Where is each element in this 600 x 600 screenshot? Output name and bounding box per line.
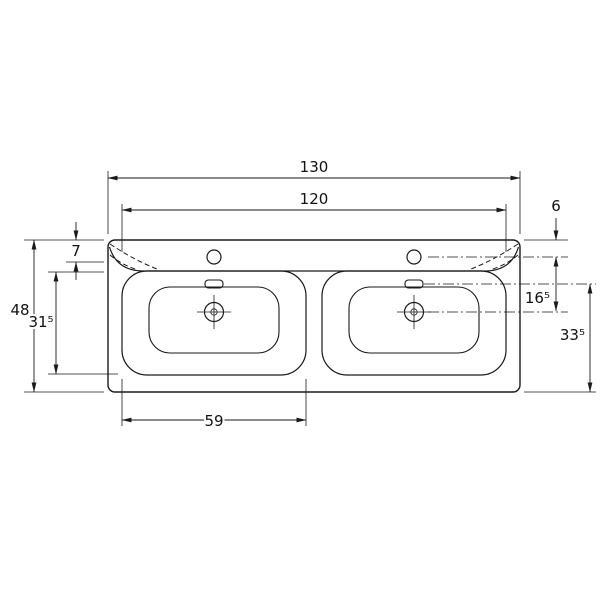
dim-label-inner-width: 120 — [300, 190, 329, 208]
basin-left-rim — [121, 270, 307, 376]
dim-label-overall-depth: 48 — [10, 301, 29, 319]
dimension-front-depth: 33⁵ — [424, 283, 596, 393]
tap-hole-left — [206, 249, 222, 265]
basin-right — [321, 270, 507, 376]
dim-label-overall-width: 130 — [300, 158, 329, 176]
dimension-overall-depth: 48 — [8, 239, 104, 393]
dimension-basin-depth: 31⁵ — [26, 271, 118, 375]
overflow-slot-right — [404, 279, 424, 289]
tap-deck-front-edge — [108, 246, 520, 272]
hidden-edge-left-upper — [109, 243, 158, 270]
basin-right-rim — [321, 270, 507, 376]
overflow-slot-left — [204, 279, 224, 289]
dimension-basin-width: 59 — [121, 379, 307, 432]
basin-right-bottom — [348, 286, 480, 354]
dimension-back-offset: 7 — [66, 222, 104, 280]
washbasin — [107, 239, 521, 393]
hidden-edge-left-lower — [109, 254, 139, 271]
dim-label-back-to-taphole: 6 — [551, 197, 561, 215]
hidden-edge-right-lower — [489, 254, 519, 271]
dim-label-taphole-to-drain: 16⁵ — [525, 289, 550, 307]
dim-label-front-depth: 33⁵ — [560, 326, 585, 344]
tap-hole-right — [406, 249, 422, 265]
dim-label-basin-depth: 31⁵ — [28, 313, 53, 331]
basin-left-bottom — [148, 286, 280, 354]
dimension-inner-width: 120 — [121, 188, 507, 252]
basin-left — [121, 270, 307, 376]
dimension-overall-width: 130 — [107, 156, 521, 234]
dimension-back-to-taphole: 6 — [428, 195, 568, 258]
dimension-taphole-to-drain: 16⁵ — [428, 256, 568, 313]
washbasin-outer-edge — [107, 239, 521, 393]
dim-label-back-offset: 7 — [71, 242, 81, 260]
dim-label-basin-width: 59 — [204, 412, 223, 430]
hidden-edge-right-upper — [470, 243, 519, 270]
